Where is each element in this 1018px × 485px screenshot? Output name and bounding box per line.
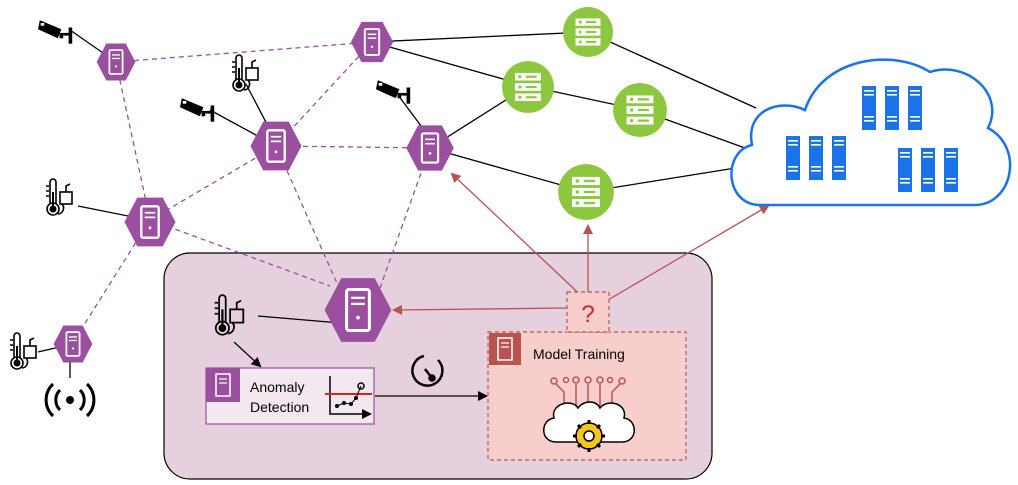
anomaly-label-line2: Detection: [250, 399, 309, 415]
fog-server-icon: [563, 7, 613, 57]
model-training-box: Model Training: [487, 331, 687, 461]
fog-server-icon: [613, 83, 667, 137]
edge-node-icon: [249, 120, 303, 172]
cloud-server-icon: [786, 136, 800, 180]
cloud-server-icon: [885, 86, 899, 130]
edge-node-icon: [123, 196, 177, 248]
anomaly-detection-box: Anomaly Detection: [205, 367, 375, 425]
timer-icon: [411, 354, 444, 387]
cloud: [730, 58, 1012, 207]
security-camera-icon: [180, 98, 215, 122]
anomaly-chart-icon: [325, 376, 372, 419]
fog-server-icon: [558, 164, 614, 220]
decision-label: ?: [581, 301, 594, 328]
wireless-signal-icon: [44, 382, 96, 418]
server-tower-icon: [497, 337, 513, 361]
thermometer-sensor-icon: [231, 54, 259, 92]
offload-arrows: [392, 172, 770, 315]
cloud-icon: [730, 58, 1012, 207]
cloud-server-icon: [921, 148, 935, 192]
cloud-server-icon: [908, 86, 922, 130]
thermometer-sensor-icon: [45, 178, 73, 216]
edge-node-icon: [52, 324, 94, 364]
security-camera-icon: [38, 20, 73, 44]
cloud-server-icon: [862, 86, 876, 130]
cloud-server-icon: [898, 148, 912, 192]
edge-node-icon: [405, 124, 455, 172]
cloud-server-icon: [809, 136, 823, 180]
server-tower-icon: [215, 373, 231, 397]
brain-gear-icon: [543, 376, 635, 452]
decision-box: ?: [566, 291, 610, 333]
edge-node-icon: [349, 20, 395, 64]
model-training-label: Model Training: [533, 346, 625, 362]
anomaly-label-line1: Anomaly: [250, 379, 304, 395]
security-camera-icon: [376, 80, 411, 104]
dashed-links: [71, 41, 431, 345]
fog-server-icon: [502, 61, 554, 113]
cloud-server-icon: [832, 136, 846, 180]
sensor-to-anomaly-arrow: [233, 341, 262, 368]
edge-node-icon: [95, 42, 137, 82]
cloud-server-icon: [944, 148, 958, 192]
thermometer-sensor-icon: [9, 332, 37, 370]
